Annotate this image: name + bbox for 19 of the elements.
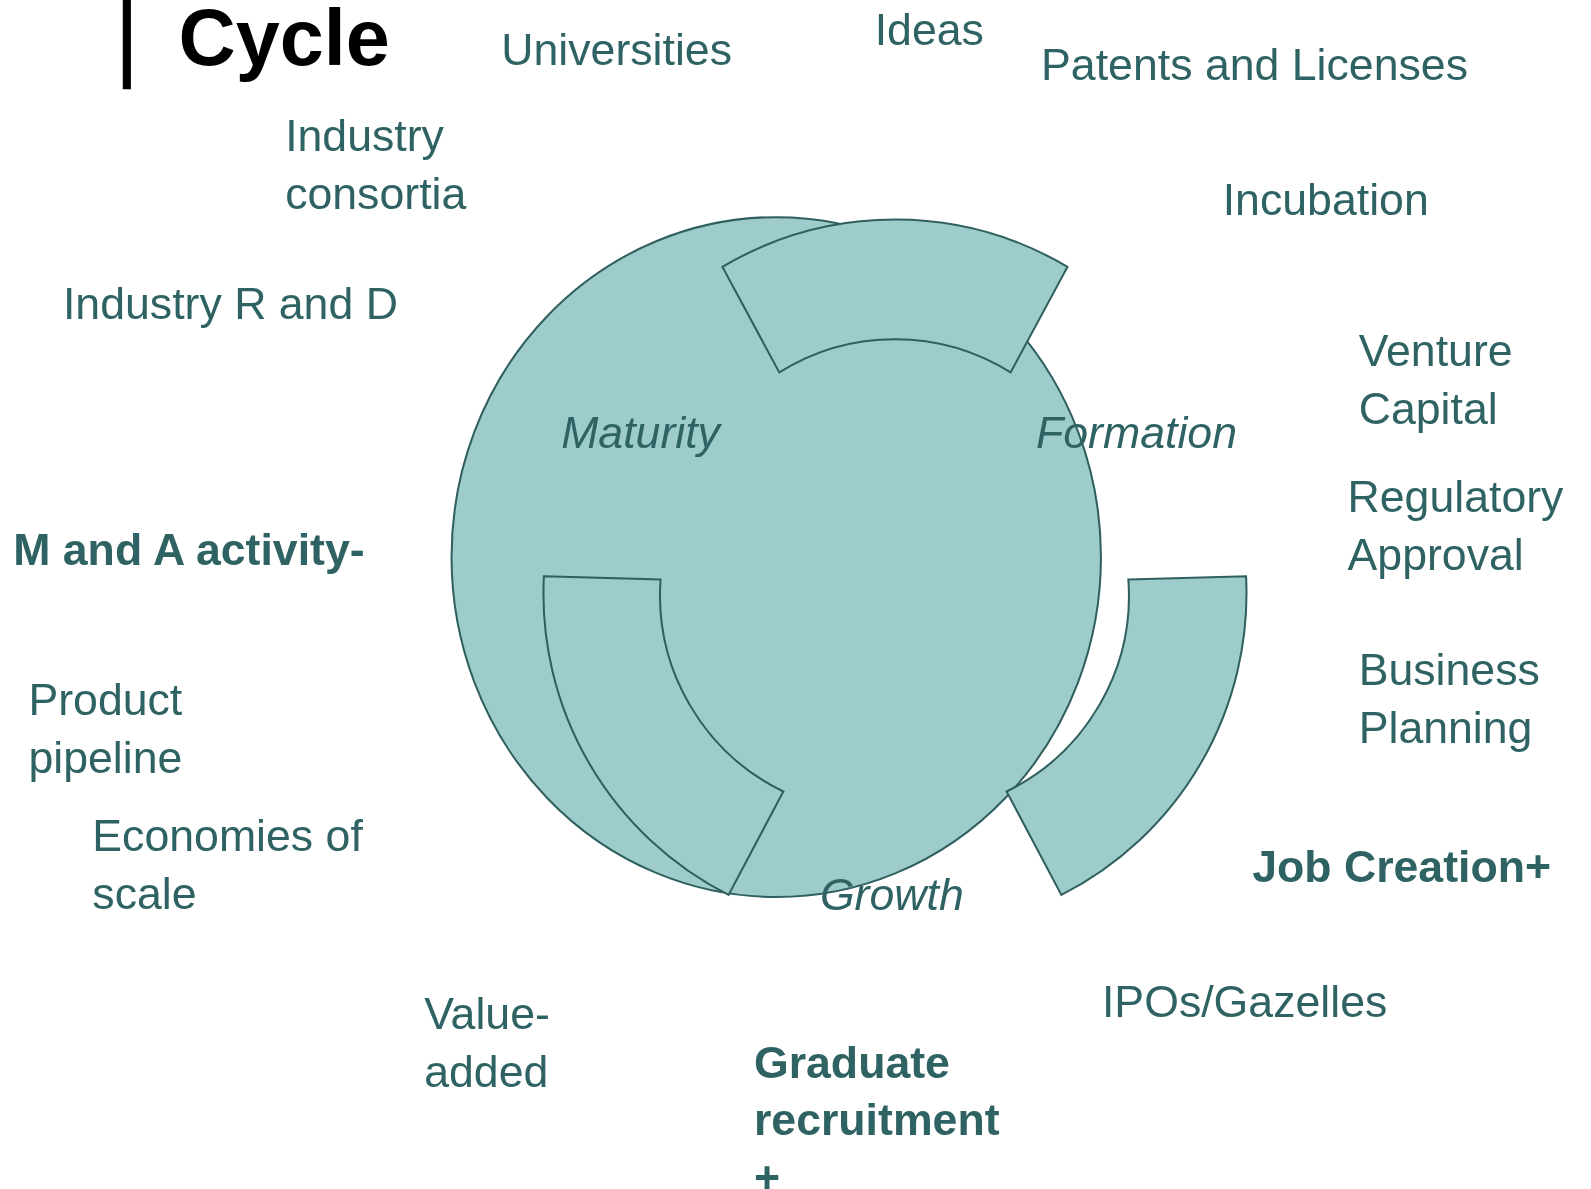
factor-label: Ideas	[874, 3, 984, 56]
factor-label: Economies of scale	[92, 809, 364, 921]
factor-label: Venture Capital	[1358, 324, 1514, 436]
factor-label: Graduate recruitment +	[753, 1036, 1001, 1189]
factor-label: IPOs/Gazelles	[1101, 975, 1388, 1028]
factor-label: Incubation	[1222, 173, 1429, 227]
factor-label: Industry consortia	[285, 109, 468, 221]
stage-label: Growth	[819, 868, 964, 922]
factor-label: Product pipeline	[28, 673, 184, 785]
stage-label: Maturity	[561, 406, 720, 460]
title: Cycle	[178, 0, 390, 84]
factor-label: Universities	[501, 23, 732, 77]
factor-label: Patents and Licenses	[1041, 38, 1468, 92]
factor-label: Business Planning	[1358, 643, 1541, 754]
factor-label: Regulatory Approval	[1347, 470, 1565, 582]
factor-label: Job Creation+	[1252, 840, 1552, 893]
factor-label: M and A activity-	[13, 523, 365, 577]
factor-label: Value-added	[424, 987, 551, 1098]
factor-label: Industry R and D	[62, 277, 398, 330]
